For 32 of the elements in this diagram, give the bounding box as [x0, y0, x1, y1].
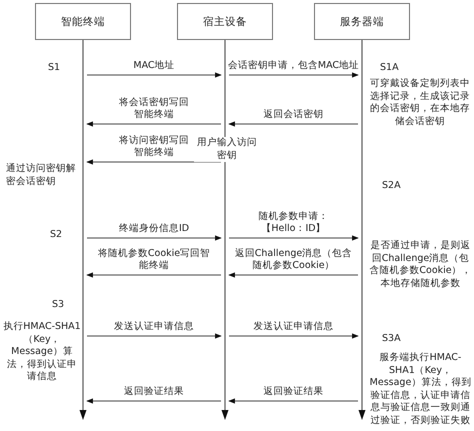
message-arrow — [87, 72, 222, 78]
edge-label: 会话密钥申请，包含MAC地址 — [226, 60, 360, 72]
participant-box: 智能终端 — [35, 3, 131, 40]
message-arrow — [86, 398, 221, 404]
note-text: 是否通过申请，是则返回Challenge消息（包含随机参数Cookie），本地存储随机参数 — [368, 240, 473, 290]
message-arrow — [228, 398, 358, 404]
message-arrow — [86, 121, 221, 127]
note-text: 通过访问密钥解密会话密钥 — [6, 163, 76, 188]
message-arrow — [228, 121, 358, 127]
lifeline-arrow — [79, 40, 87, 420]
message-arrow — [87, 333, 222, 339]
edge-label: 将会话密钥写回智能终端 — [119, 97, 189, 121]
note-text: 可穿戴设备定制列表中选择记录，生成该记录的会话密钥，在本地存储会话密钥 — [369, 78, 471, 128]
step-label: S3 — [52, 299, 66, 312]
note-text: 服务端执行HMAC-SHA1（Key，Message）算法，得到验证信息，认证申请信息与验证信息一致则通过验证，否则验证失败 — [368, 352, 472, 427]
message-arrow — [229, 235, 359, 241]
note-text: 执行HMAC-SHA1（Key，Message）算法，得到认证申请信息 — [3, 321, 81, 384]
message-arrow — [229, 72, 359, 78]
message-arrow — [228, 272, 358, 278]
participant-box: 服务器端 — [314, 3, 410, 40]
edge-label: 返回Challenge消息（包含随机参数Cookie） — [234, 248, 352, 272]
step-label: S3A — [382, 333, 402, 346]
edge-label: 将访问密钥写回智能终端 — [119, 135, 189, 159]
message-arrow — [87, 235, 222, 241]
message-arrow — [86, 272, 221, 278]
step-label: S1A — [380, 62, 400, 74]
step-label: S2A — [382, 180, 402, 192]
participant-box: 宿主设备 — [177, 3, 273, 40]
message-arrow — [229, 333, 359, 339]
lifeline-arrow — [358, 40, 366, 420]
step-label: S2 — [50, 229, 64, 242]
step-label: S1 — [48, 62, 62, 74]
